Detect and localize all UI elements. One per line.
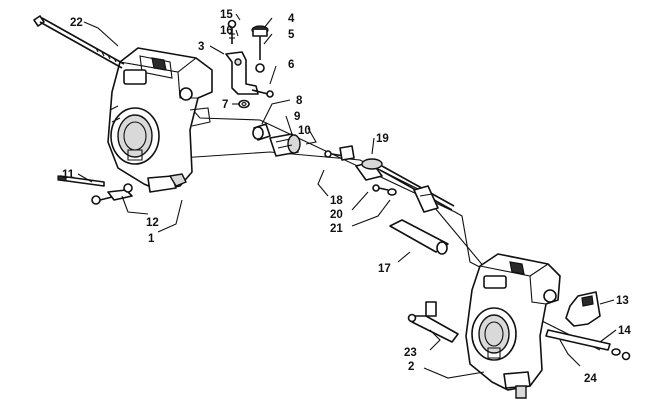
callout-labels: 22 15 16 3 4 5 6 7 8 9 10 11 12 1 19 18 … <box>62 9 631 385</box>
callout-24: 24 <box>584 373 597 385</box>
callout-21: 21 <box>330 223 343 235</box>
callout-11: 11 <box>62 169 75 181</box>
callout-8: 8 <box>296 95 303 107</box>
callout-22: 22 <box>70 17 83 29</box>
callout-6: 6 <box>288 59 294 71</box>
callout-19: 19 <box>376 133 389 145</box>
part-3-bracket <box>225 51 259 95</box>
part-4-knob <box>251 25 269 73</box>
leader-lines <box>77 13 617 379</box>
part-13-bracket <box>565 291 601 327</box>
callout-12: 12 <box>146 217 159 229</box>
part-20-21-fasteners <box>372 184 397 196</box>
part-7-washer <box>238 99 250 109</box>
carburetor-2 <box>465 253 561 399</box>
callout-10: 10 <box>298 125 311 137</box>
part-17-sleeve <box>389 219 449 255</box>
callout-23: 23 <box>404 347 417 359</box>
part-22-screw <box>33 15 125 69</box>
part-6-screw <box>251 89 274 98</box>
part-15-16-screws <box>227 19 237 44</box>
callout-13: 13 <box>616 295 629 307</box>
callout-18: 18 <box>330 195 343 207</box>
callout-3: 3 <box>198 41 204 53</box>
callout-4: 4 <box>288 13 295 25</box>
part-19-throttle-shaft <box>355 158 455 213</box>
part-23-fitting <box>407 301 459 343</box>
callout-1: 1 <box>148 233 155 245</box>
part-12-clip <box>91 183 133 205</box>
callout-2: 2 <box>408 361 414 373</box>
callout-17: 17 <box>378 263 391 275</box>
callout-20: 20 <box>330 209 343 221</box>
callout-9: 9 <box>294 111 300 123</box>
callout-16: 16 <box>220 25 233 37</box>
part-8-bushing <box>252 123 271 141</box>
callout-5: 5 <box>288 29 295 41</box>
callout-14: 14 <box>618 325 631 337</box>
callout-15: 15 <box>220 9 233 21</box>
callout-7: 7 <box>222 99 228 111</box>
carburetor-1 <box>107 47 213 193</box>
part-24-cable <box>545 329 611 351</box>
part-18-linkage <box>324 145 355 161</box>
part-14-fasteners <box>611 348 631 361</box>
part-9-spring <box>269 133 301 157</box>
